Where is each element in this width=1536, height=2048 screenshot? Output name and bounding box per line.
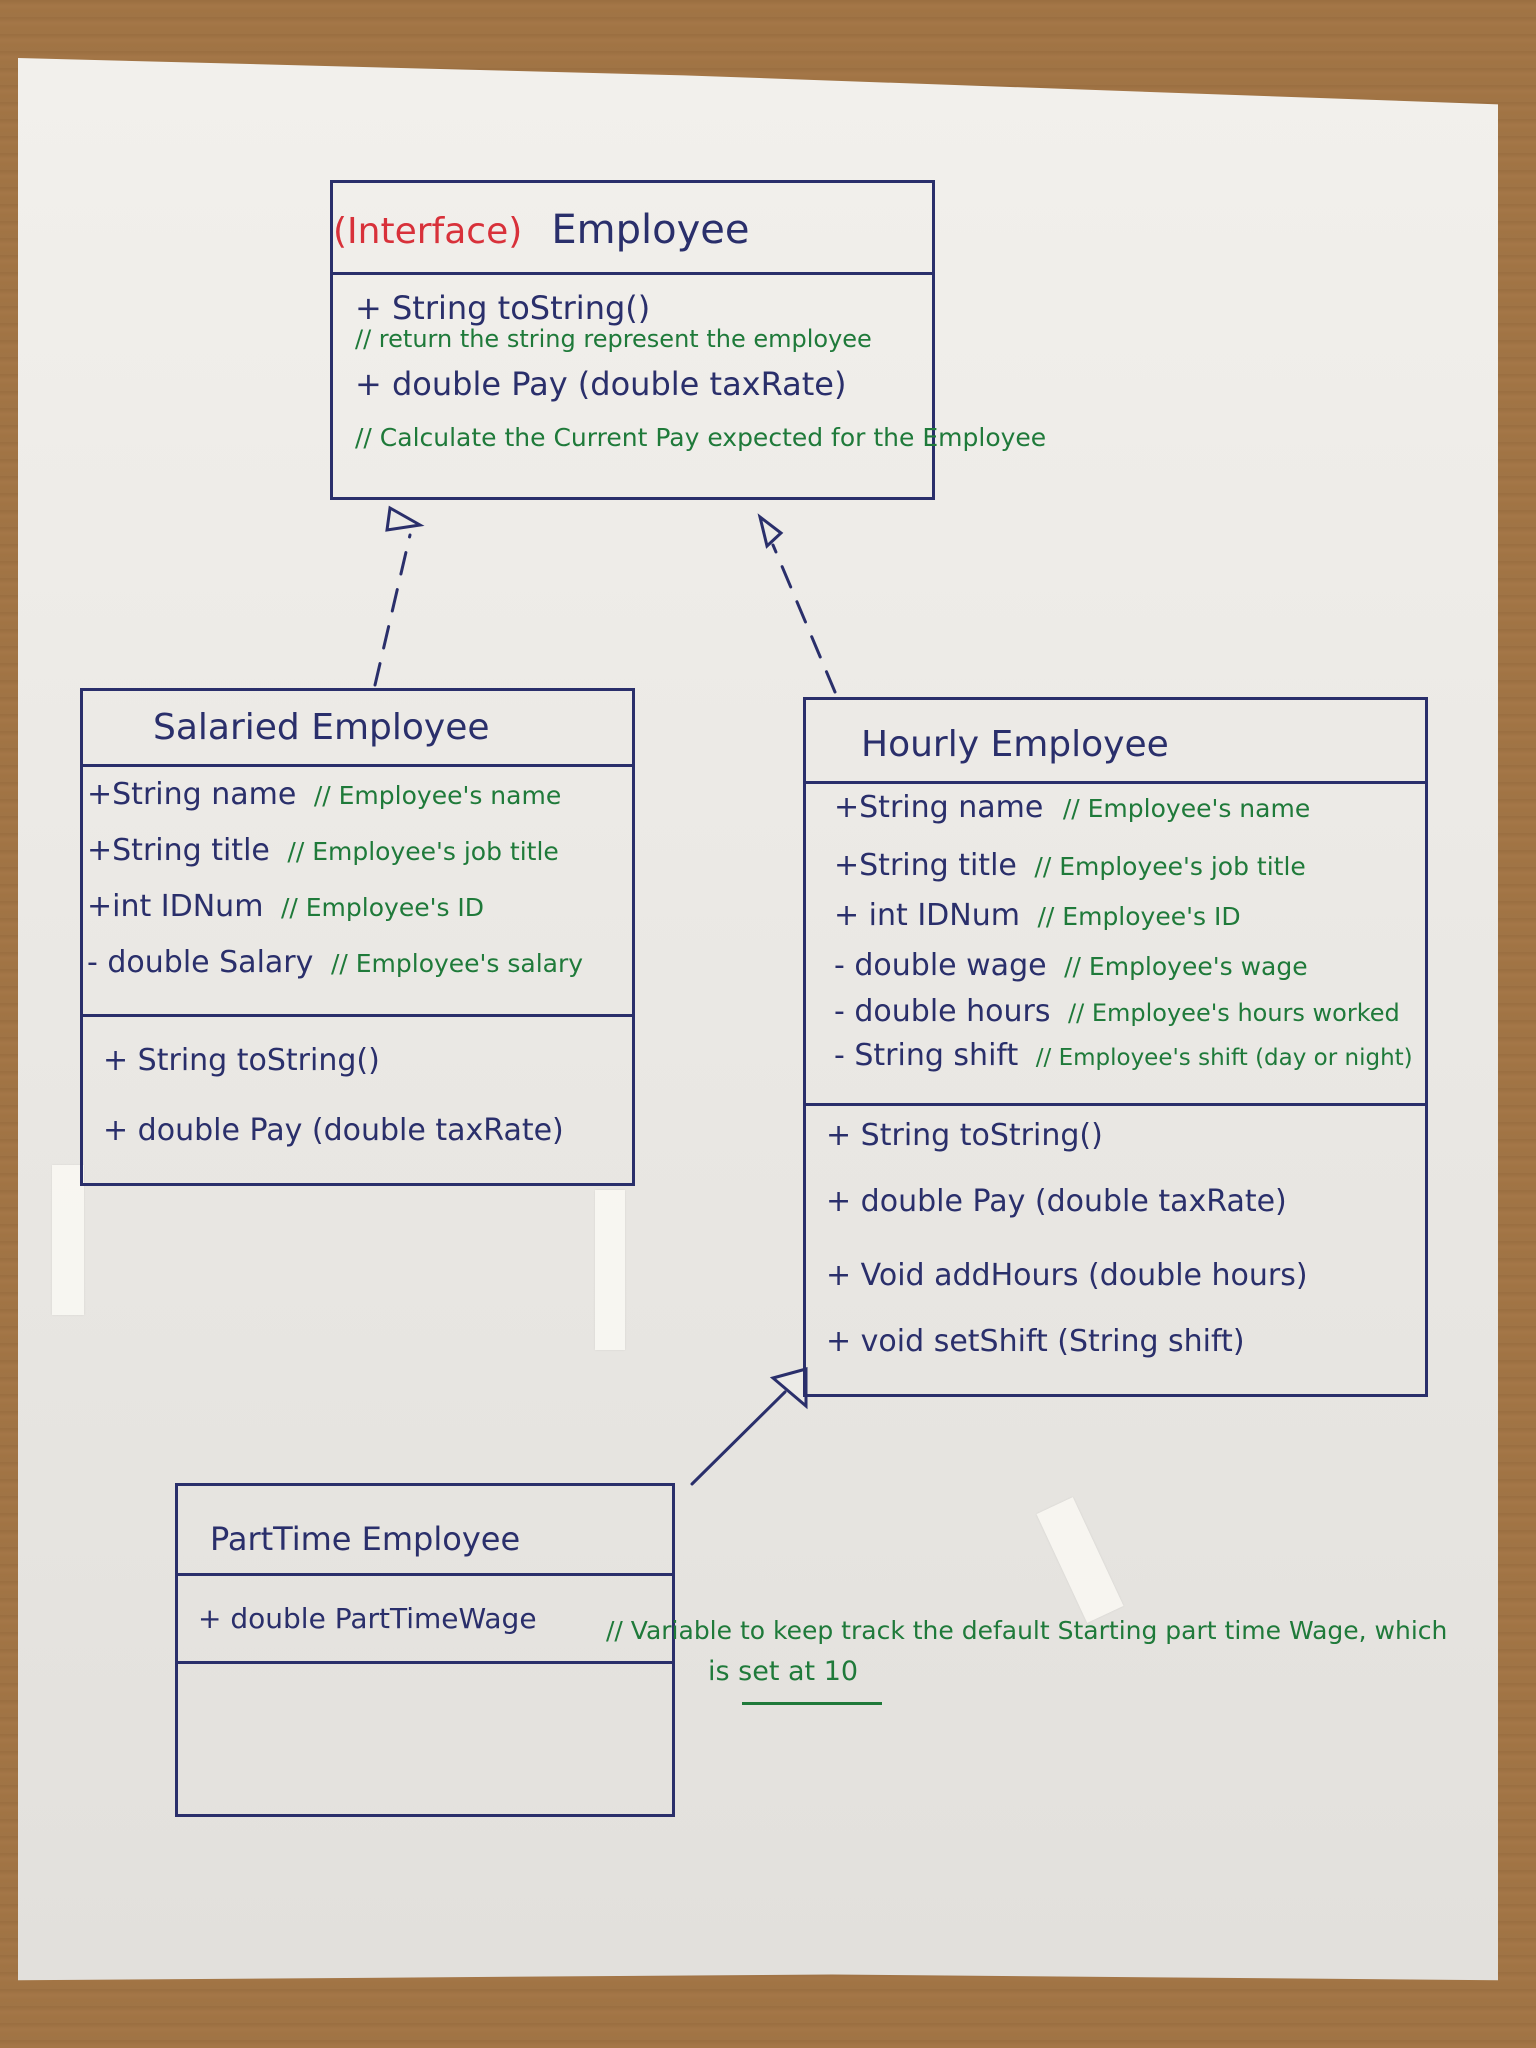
method-tostring: + String toString()	[103, 1043, 380, 1078]
attribute-name: +String name	[834, 790, 1044, 825]
method-pay: + double Pay (double taxRate)	[103, 1113, 564, 1148]
attribute-comment: // Employee's ID	[280, 893, 485, 922]
attribute-name: - double Salary	[87, 945, 314, 980]
attributes-parttime: + double PartTimeWage	[178, 1576, 672, 1664]
attribute-comment: // Employee's job title	[1034, 852, 1306, 881]
class-header-parttime: PartTime Employee	[178, 1486, 672, 1576]
attributes-hourly: +String name // Employee's name +String …	[806, 784, 1425, 1106]
attribute-name: +int IDNum	[87, 889, 264, 924]
attributes-salaried: +String name // Employee's name +String …	[83, 767, 632, 1017]
attribute-row: - double Salary // Employee's salary	[87, 945, 632, 1001]
class-name-parttime: PartTime Employee	[210, 1520, 521, 1558]
realization-arrowhead-hourly	[757, 513, 784, 549]
method-tostring: + String toString()	[355, 289, 651, 327]
attribute-row: + int IDNum // Employee's ID	[834, 898, 1425, 948]
attribute-row: +String title // Employee's job title	[87, 833, 632, 889]
class-header-salaried: Salaried Employee	[83, 691, 632, 767]
method-setshift: + void setShift (String shift)	[826, 1324, 1245, 1359]
class-box-salaried-employee[interactable]: Salaried Employee +String name // Employ…	[80, 688, 635, 1186]
attribute-row: - String shift // Employee's shift (day …	[834, 1038, 1425, 1082]
method-comment-tostring: // return the string represent the emplo…	[355, 325, 872, 353]
methods-employee: + String toString() // return the string…	[333, 275, 1047, 452]
attribute-parttimewage: + double PartTimeWage	[198, 1602, 537, 1635]
paper-sheet	[18, 58, 1498, 1981]
attribute-row: +String name // Employee's name	[87, 777, 632, 833]
attribute-comment: // Employee's shift (day or night)	[1035, 1045, 1413, 1071]
method-tostring: + String toString()	[826, 1118, 1103, 1153]
parttime-wage-note: // Variable to keep track the default St…	[606, 1616, 1448, 1645]
attribute-name: +String title	[87, 833, 270, 868]
attribute-comment: // Employee's hours worked	[1068, 999, 1400, 1027]
class-name-employee: Employee	[551, 207, 750, 253]
attribute-name: - double hours	[834, 994, 1051, 1029]
attribute-row: +String title // Employee's job title	[834, 848, 1425, 898]
attribute-row: +int IDNum // Employee's ID	[87, 889, 632, 945]
attribute-comment: // Employee's job title	[287, 837, 559, 866]
parttime-wage-note-continuation: is set at 10	[708, 1656, 859, 1687]
tape-strip	[595, 1190, 625, 1350]
class-name-hourly: Hourly Employee	[861, 724, 1169, 765]
realization-arrowhead-salaried	[385, 505, 425, 532]
realization-line-salaried	[373, 533, 412, 687]
class-box-parttime-employee[interactable]: PartTime Employee + double PartTimeWage	[175, 1483, 675, 1817]
attribute-name: - double wage	[834, 948, 1047, 983]
attribute-comment: // Employee's name	[1062, 794, 1311, 823]
tape-strip	[52, 1165, 84, 1315]
class-header-employee: (Interface) Employee	[333, 183, 932, 275]
attribute-name: + int IDNum	[834, 898, 1020, 933]
attribute-name: +String name	[87, 777, 297, 812]
attribute-comment: // Employee's salary	[330, 949, 584, 978]
method-pay: + double Pay (double taxRate)	[826, 1184, 1287, 1219]
attribute-row: - double hours // Employee's hours worke…	[834, 994, 1425, 1038]
method-addhours: + Void addHours (double hours)	[826, 1258, 1308, 1293]
class-name-salaried: Salaried Employee	[153, 707, 490, 748]
realization-line-hourly	[771, 543, 837, 694]
attribute-row: +String name // Employee's name	[834, 790, 1425, 848]
note-underline	[742, 1702, 882, 1705]
attribute-name: - String shift	[834, 1038, 1019, 1073]
class-box-employee[interactable]: (Interface) Employee + String toString()…	[330, 180, 1047, 500]
interface-stereotype: (Interface)	[333, 211, 523, 252]
attribute-row: - double wage // Employee's wage	[834, 948, 1425, 994]
class-header-hourly: Hourly Employee	[806, 700, 1425, 784]
method-comment-pay: // Calculate the Current Pay expected fo…	[355, 423, 1047, 452]
attribute-comment: // Employee's wage	[1064, 952, 1308, 981]
attribute-comment: // Employee's ID	[1037, 902, 1241, 931]
inheritance-line-parttime	[690, 1390, 787, 1486]
attribute-comment: // Employee's name	[313, 781, 562, 810]
attribute-name: +String title	[834, 848, 1017, 883]
inheritance-arrowhead-parttime	[769, 1367, 808, 1410]
class-box-hourly-employee[interactable]: Hourly Employee +String name // Employee…	[803, 697, 1428, 1397]
methods-hourly: + String toString() + double Pay (double…	[806, 1106, 1425, 1359]
method-pay: + double Pay (double taxRate)	[355, 365, 847, 403]
methods-salaried: + String toString() + double Pay (double…	[83, 1017, 632, 1148]
